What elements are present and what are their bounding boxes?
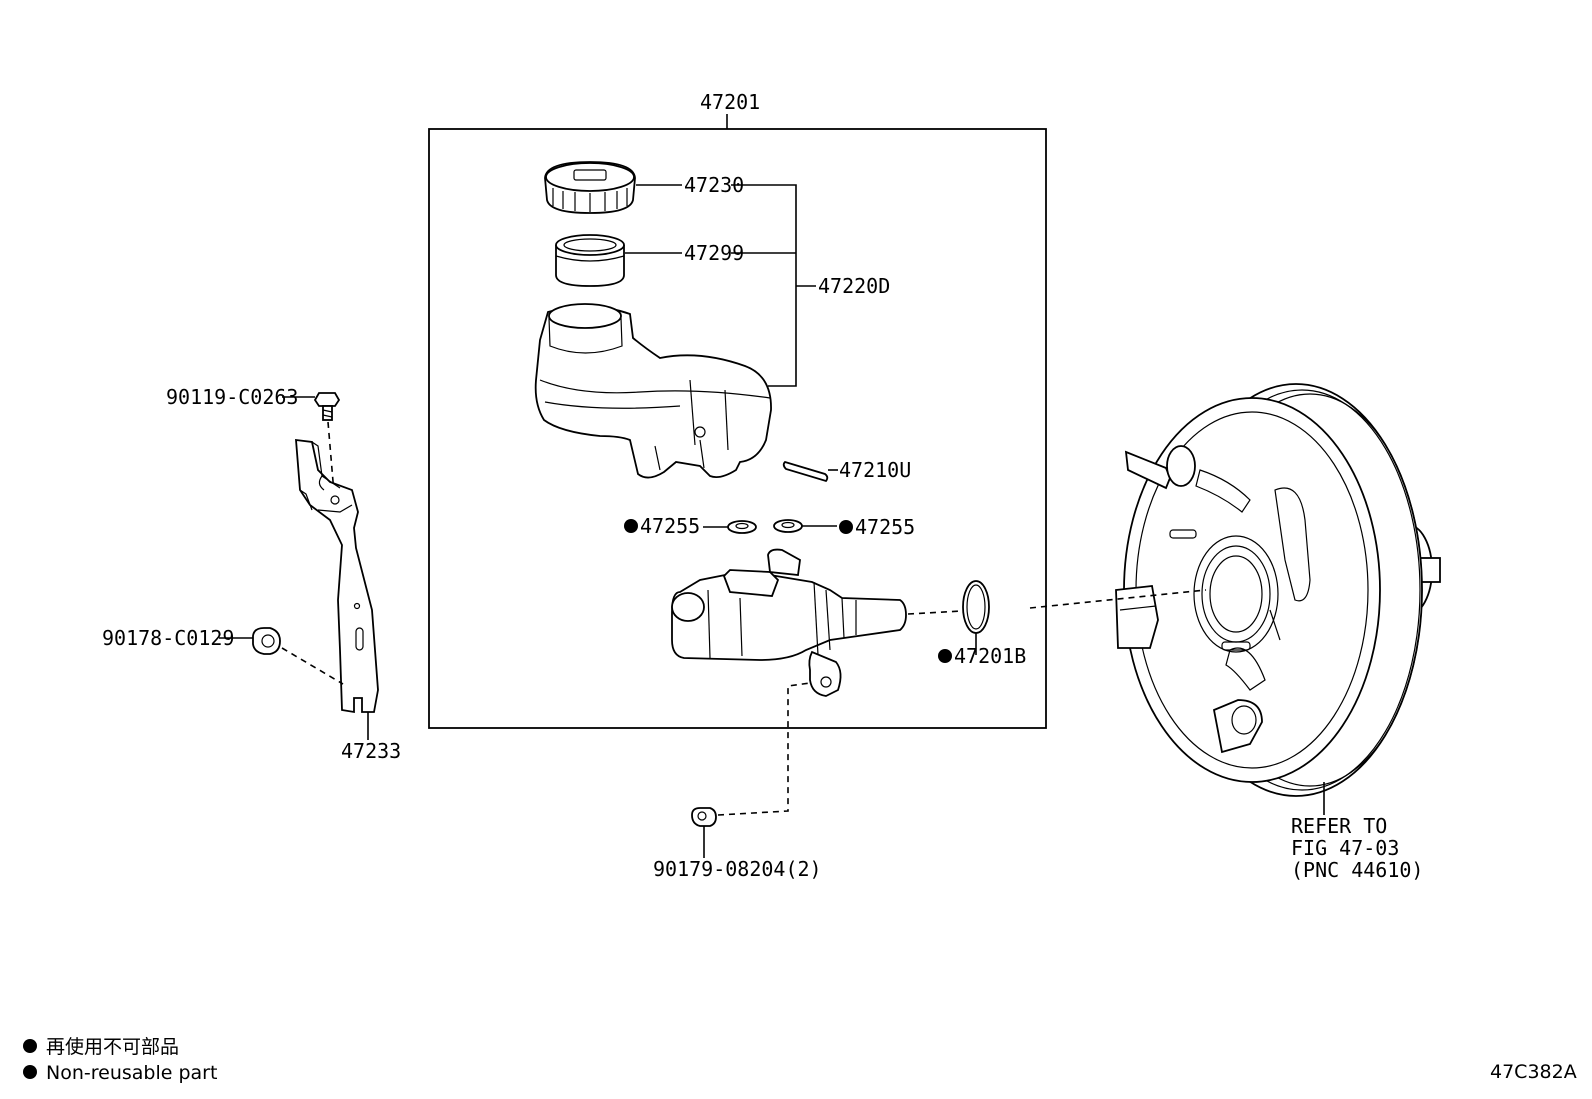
nut-90178: [252, 627, 281, 655]
assembly-box: [428, 128, 1047, 729]
non-reusable-dot: [938, 649, 952, 663]
refer-line-2: FIG 47-03: [1291, 836, 1399, 860]
brake-booster: [1115, 383, 1441, 797]
label-47255-left: 47255: [640, 514, 700, 538]
label-47201: 47201: [700, 90, 760, 114]
mounting-bracket: [295, 438, 379, 714]
label-90179: 90179-08204(2): [653, 857, 822, 881]
grommet-left: [727, 520, 757, 534]
legend-dot-jp: [23, 1039, 37, 1053]
nut-90179: [691, 807, 717, 827]
legend-text-jp: 再使用不可部品: [46, 1036, 179, 1058]
label-47220D: 47220D: [818, 274, 890, 298]
label-90178: 90178-C0129: [102, 626, 234, 650]
reservoir-cap: [544, 161, 636, 214]
label-47201B: 47201B: [954, 644, 1026, 668]
o-ring: [962, 580, 990, 634]
label-90119: 90119-C0263: [166, 385, 298, 409]
label-47210U: 47210U: [839, 458, 911, 482]
non-reusable-dot: [624, 519, 638, 533]
reservoir-pin: [782, 460, 829, 483]
grommet-right: [773, 519, 803, 533]
figure-code: 47C382A: [1490, 1061, 1577, 1083]
brake-master-cylinder: [671, 548, 907, 697]
non-reusable-dot: [839, 520, 853, 534]
label-47255-right: 47255: [855, 515, 915, 539]
brake-fluid-reservoir: [534, 303, 772, 479]
legend-text-en: Non-reusable part: [46, 1062, 217, 1084]
label-47233: 47233: [341, 739, 401, 763]
legend-dot-en: [23, 1065, 37, 1079]
bolt-90119: [313, 392, 341, 421]
refer-line-3: (PNC 44610): [1291, 858, 1423, 882]
refer-line-1: REFER TO: [1291, 814, 1387, 838]
reservoir-strainer: [555, 234, 625, 287]
